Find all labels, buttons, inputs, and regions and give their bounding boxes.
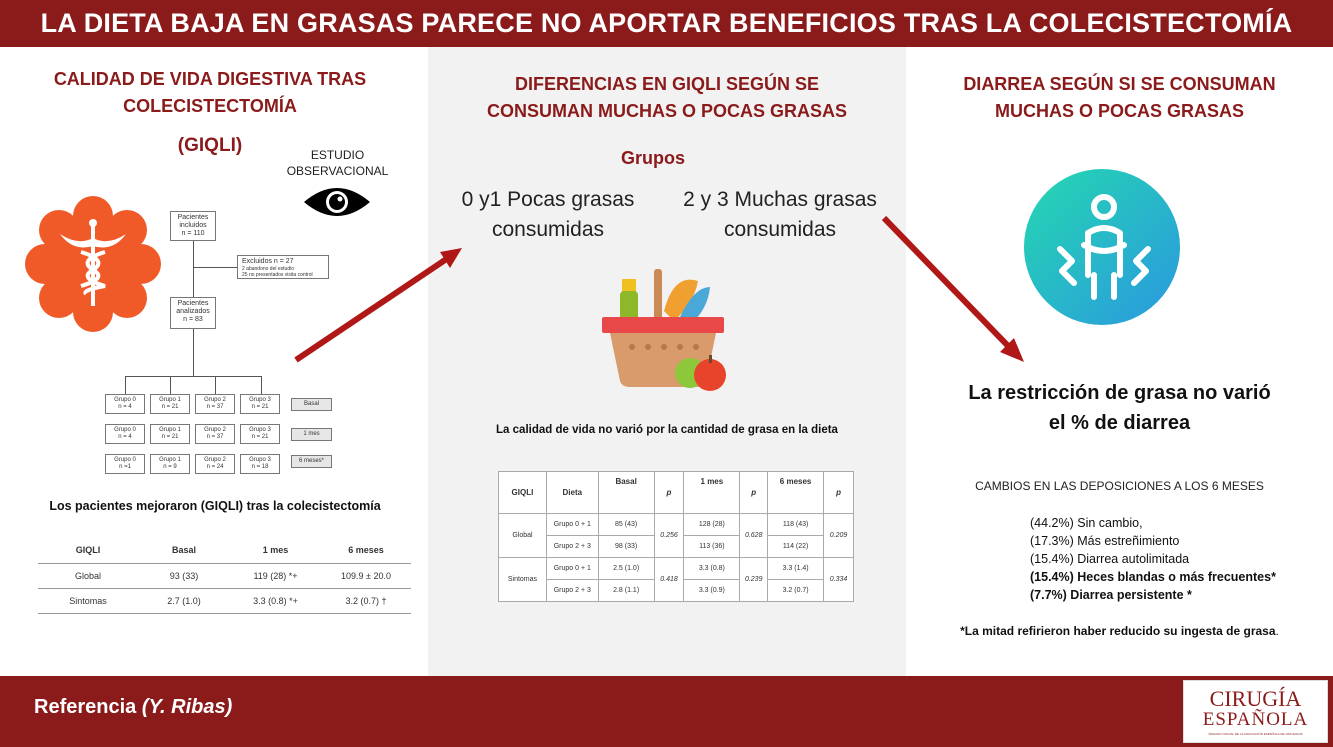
- study-type-label: ESTUDIO OBSERVACIONAL: [286, 148, 389, 178]
- middle-panel: DIFERENCIAS EN GIQLI SEGÚN SE CONSUMAN M…: [428, 47, 906, 676]
- food-basket-icon: [602, 269, 726, 391]
- right-panel: DIARREA SEGÚN SI SE CONSUMAN MUCHAS O PO…: [906, 47, 1333, 676]
- left-result-text: Los pacientes mejoraron (GIQLI) tras la …: [49, 499, 381, 513]
- flow-analyzed-box: Pacientes analizados n = 83: [170, 297, 216, 329]
- list-item: (15.4%) Heces blandas o más frecuentes*: [1030, 570, 1276, 584]
- list-item: (7.7%) Diarrea persistente *: [1030, 588, 1192, 602]
- main-title: LA DIETA BAJA EN GRASAS PARECE NO APORTA…: [40, 8, 1293, 38]
- left-panel: CALIDAD DE VIDA DIGESTIVA TRAS COLECISTE…: [0, 47, 428, 676]
- table-row: Global Grupo 0 + 1 85 (43) 0.256 128 (28…: [498, 513, 854, 558]
- arrow-right-up-icon: [294, 248, 462, 363]
- changes-title: CAMBIOS EN LAS DEPOSICIONES A LOS 6 MESE…: [975, 479, 1264, 493]
- table-row: Grupo 2 + 3 2.8 (1.1) 3.3 (0.9) 3.2 (0.7…: [499, 579, 854, 602]
- footer: Referencia (Y. Ribas) CIRUGÍA ESPAÑOLA Ó…: [0, 676, 1333, 747]
- title-bar: LA DIETA BAJA EN GRASAS PARECE NO APORTA…: [0, 0, 1333, 47]
- flow-time-tag: 1 mes: [291, 428, 332, 441]
- eye-icon: [304, 188, 370, 216]
- changes-list: (44.2%) Sin cambio, (17.3%) Más estreñim…: [1030, 514, 1330, 604]
- middle-title: DIFERENCIAS EN GIQLI SEGÚN SE CONSUMAN M…: [486, 74, 848, 121]
- flow-connector: [193, 267, 237, 268]
- flow-excluded-box: Excluidos n = 27 2 abandono del estudio …: [237, 255, 329, 279]
- table-row: Global 93 (33) 119 (28) *+ 109.9 ± 20.0: [38, 563, 411, 589]
- left-subtitle: (GIQLI): [177, 135, 243, 156]
- flow-connector: [215, 376, 216, 394]
- table-row: Sintomas 2.7 (1.0) 3.3 (0.8) *+ 3.2 (0.7…: [38, 588, 411, 614]
- right-conclusion-text: La restricción de grasa no varió el % de…: [968, 382, 1271, 434]
- flow-connector: [125, 376, 126, 394]
- flow-connector: [261, 376, 262, 394]
- list-item: (44.2%) Sin cambio,: [1030, 516, 1143, 530]
- left-title: CALIDAD DE VIDA DIGESTIVA TRAS COLECISTE…: [53, 69, 367, 116]
- arrow-right-down-icon: [881, 215, 1024, 362]
- giqli-diet-table: GIQLI Dieta Basal p 1 mes p 6 meses p Gl…: [498, 471, 854, 602]
- flow-connector: [170, 376, 171, 394]
- flow-connector: [193, 329, 194, 376]
- right-footnote: *La mitad refirieron haber reducido su i…: [960, 624, 1279, 638]
- table-header-row: GIQLI Dieta Basal p 1 mes p 6 meses p: [498, 471, 854, 514]
- journal-logo: CIRUGÍA ESPAÑOLA ÓRGANO OFICIAL DE LA AS…: [1183, 680, 1328, 743]
- group-low-fat-label: 0 y1 Pocas grasas consumidas: [461, 188, 635, 241]
- reference-text: Referencia (Y. Ribas): [34, 696, 233, 718]
- right-title: DIARREA SEGÚN SI SE CONSUMAN MUCHAS O PO…: [963, 74, 1276, 121]
- groups-label: Grupos: [620, 148, 685, 168]
- middle-result-text: La calidad de vida no varió por la canti…: [496, 424, 838, 436]
- medical-caduceus-icon: [25, 196, 161, 332]
- flow-time-tag: 6 meses*: [291, 455, 332, 468]
- flow-time-tag: Basal: [291, 398, 332, 411]
- digestive-discomfort-icon: [1024, 169, 1180, 325]
- flow-connector: [125, 376, 261, 377]
- flow-connector: [193, 241, 194, 297]
- giqli-table: GIQLI Basal 1 mes 6 meses Global 93 (33)…: [38, 537, 411, 614]
- table-header-row: GIQLI Basal 1 mes 6 meses: [38, 537, 411, 564]
- table-row: Sintomas Grupo 0 + 1 2.5 (1.0) 0.418 3.3…: [498, 557, 854, 602]
- list-item: (17.3%) Más estreñimiento: [1030, 534, 1180, 548]
- flow-included-box: Pacientes incluidos n = 110: [170, 211, 216, 241]
- group-high-fat-label: 2 y 3 Muchas grasas consumidas: [683, 188, 877, 241]
- list-item: (15.4%) Diarrea autolimitada: [1030, 552, 1190, 566]
